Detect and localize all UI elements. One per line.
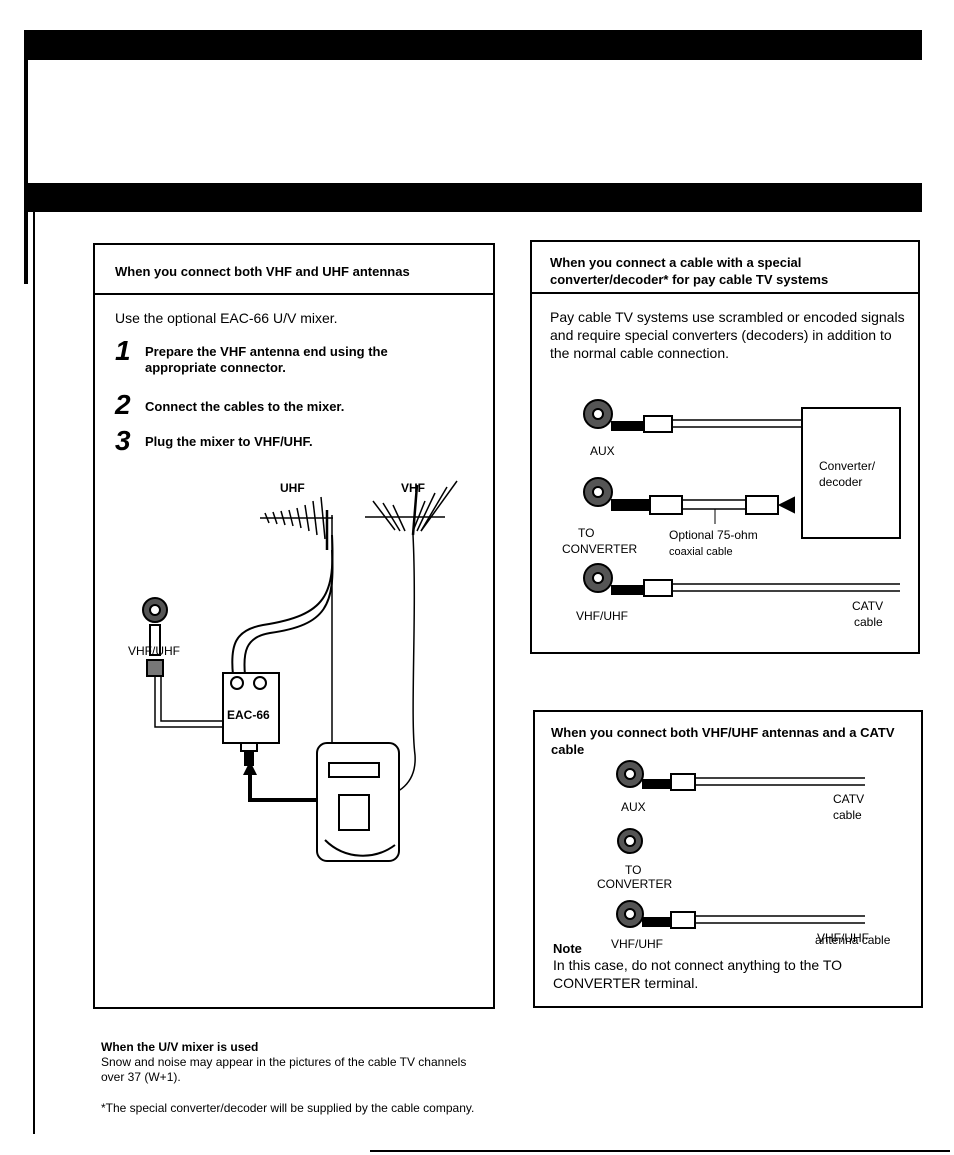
step-text: Plug the mixer to VHF/UHF.	[145, 434, 313, 449]
note-label: Note	[553, 941, 582, 956]
cable-label: cable	[833, 808, 862, 822]
converter-connection-diagram: Converter/ decoder AUX TO CONVERTER Opti…	[562, 399, 901, 629]
catv-connection-diagram: AUX CATV cable TO CONVERTER VHF/UHF VHF/…	[597, 760, 869, 951]
eac-66-mixer-icon	[222, 672, 280, 766]
heading-text: When you connect both VHF/UHF antennas a…	[551, 725, 895, 757]
antenna-cable-label: antenna cable	[815, 933, 891, 947]
mixer-note-title: When the U/V mixer is used	[101, 1040, 259, 1054]
step-text: Prepare the VHF antenna end using the ap…	[145, 344, 388, 375]
step-number: 2	[115, 389, 131, 420]
vhf-antenna-icon	[365, 480, 458, 796]
intro-text: Use the optional EAC-66 U/V mixer.	[115, 310, 338, 326]
vhf-label: VHF	[401, 481, 425, 495]
vhf-connector-inset-icon	[316, 742, 400, 862]
to-label: TO	[578, 526, 594, 540]
to-label: TO	[625, 863, 641, 877]
aux-label: AUX	[621, 800, 646, 814]
heading-text: When you connect both VHF and UHF antenn…	[115, 264, 410, 279]
bottom-rule	[370, 1150, 950, 1152]
converter-label: Converter/	[819, 459, 876, 473]
step-text: Connect the cables to the mixer.	[145, 399, 345, 414]
vhf-uhf-terminal-label: VHF/UHF	[128, 644, 180, 658]
step-number: 3	[115, 425, 131, 456]
vhf-uhf-jack-icon	[142, 597, 168, 677]
mixer-label: EAC-66	[227, 708, 270, 722]
vhf-uhf-label: VHF/UHF	[576, 609, 628, 623]
catv-antenna-box: When you connect both VHF/UHF antennas a…	[533, 710, 923, 1008]
vhf-uhf-jack-icon	[616, 900, 696, 929]
to-converter-jack-icon	[617, 828, 643, 854]
mixer-note-text: Snow and noise may appear in the picture…	[101, 1055, 467, 1084]
converter-decoder-box: When you connect a cable with a special …	[530, 240, 920, 654]
uhf-label: UHF	[280, 481, 305, 495]
optional-cable-label: Optional 75-ohm	[669, 528, 758, 542]
converter-label-2: decoder	[819, 475, 862, 489]
note-text: In this case, do not connect anything to…	[553, 957, 843, 991]
vhf-uhf-label: VHF/UHF	[611, 937, 663, 951]
step-number: 1	[115, 335, 131, 366]
aux-jack-icon	[616, 760, 696, 791]
catv-label: CATV	[833, 792, 864, 806]
catv-label: CATV	[852, 599, 883, 613]
optional-cable-label-2: coaxial cable	[669, 546, 733, 558]
vhf-uhf-antenna-box: When you connect both VHF and UHF antenn…	[93, 243, 495, 1009]
to-converter-jack-icon	[583, 477, 795, 515]
heading-text: When you connect a cable with a special …	[550, 255, 829, 287]
title-black-bar	[24, 183, 922, 212]
converter-terminal-label: CONVERTER	[562, 542, 637, 556]
top-black-bar	[24, 30, 922, 60]
body-text: Pay cable TV systems use scrambled or en…	[550, 309, 905, 361]
asterisk-note: *The special converter/decoder will be s…	[101, 1101, 475, 1115]
vhf-uhf-antenna-label: VHF/UHF	[817, 931, 869, 945]
cable-label: cable	[854, 615, 883, 629]
converter-label: CONVERTER	[597, 877, 672, 891]
aux-jack-icon	[583, 399, 673, 433]
left-rule	[24, 60, 28, 284]
box-heading: When you connect both VHF and UHF antenn…	[95, 245, 493, 295]
left-margin-rule	[33, 212, 35, 1134]
vhf-uhf-jack-icon	[583, 563, 673, 597]
aux-label: AUX	[590, 444, 615, 458]
box-heading: When you connect a cable with a special …	[532, 242, 918, 294]
mixer-connection-diagram: UHF VHF EAC-66 VHF/UHF	[128, 480, 458, 862]
